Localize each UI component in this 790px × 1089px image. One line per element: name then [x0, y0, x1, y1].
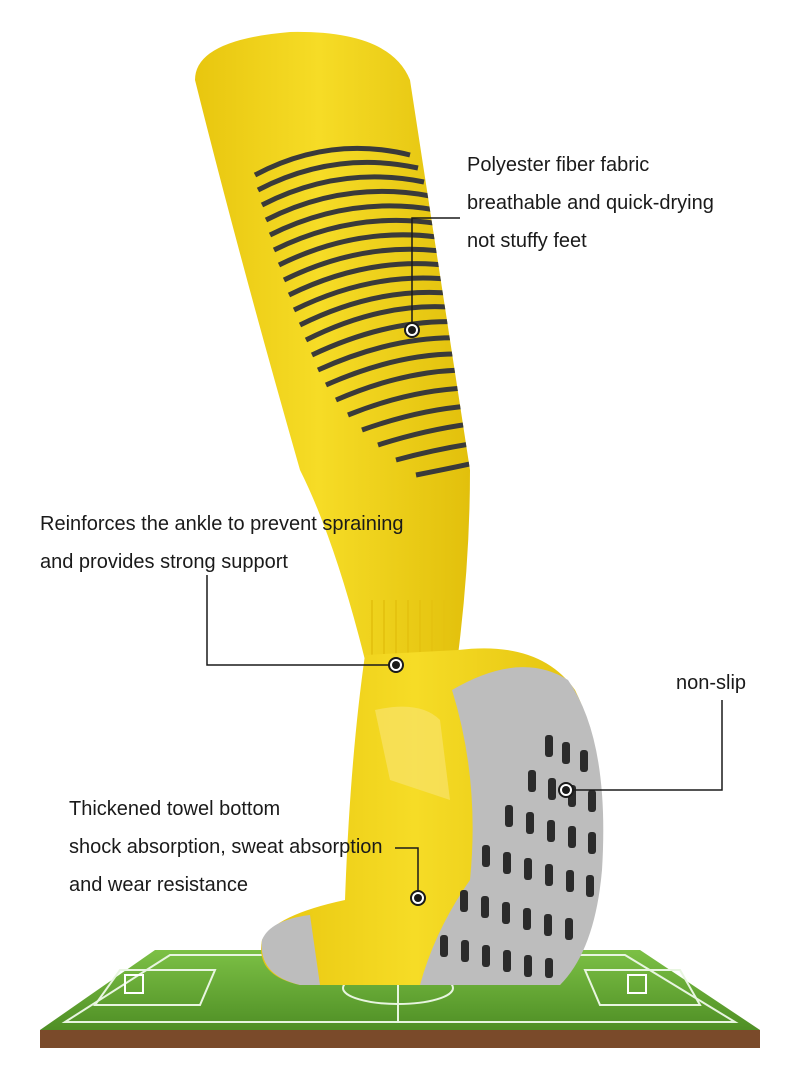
- marker-dots: [388, 322, 574, 906]
- callout-line: breathable and quick-drying: [467, 192, 714, 214]
- yellow-sock: [195, 31, 604, 985]
- callout-line: and provides strong support: [40, 551, 288, 573]
- grip-pads: [440, 735, 596, 978]
- callout-non-slip: non-slip: [676, 664, 746, 702]
- callout-towel-bottom: Thickened towel bottom shock absorption,…: [69, 790, 383, 904]
- callout-line: Thickened towel bottom: [69, 798, 281, 820]
- callout-line: Polyester fiber fabric: [467, 154, 650, 176]
- callout-polyester-fabric: Polyester fiber fabric breathable and qu…: [467, 146, 714, 260]
- callout-line: non-slip: [676, 672, 747, 694]
- callout-line: not stuffy feet: [467, 230, 587, 252]
- callout-line: Reinforces the ankle to prevent sprainin…: [40, 513, 404, 535]
- callout-line: shock absorption, sweat absorption: [69, 836, 383, 858]
- leader-lines: [206, 217, 723, 898]
- callout-line: and wear resistance: [69, 874, 248, 896]
- football-pitch: [40, 950, 760, 1048]
- callout-ankle-support: Reinforces the ankle to prevent sprainin…: [40, 505, 404, 581]
- stripe-pattern: [253, 145, 470, 478]
